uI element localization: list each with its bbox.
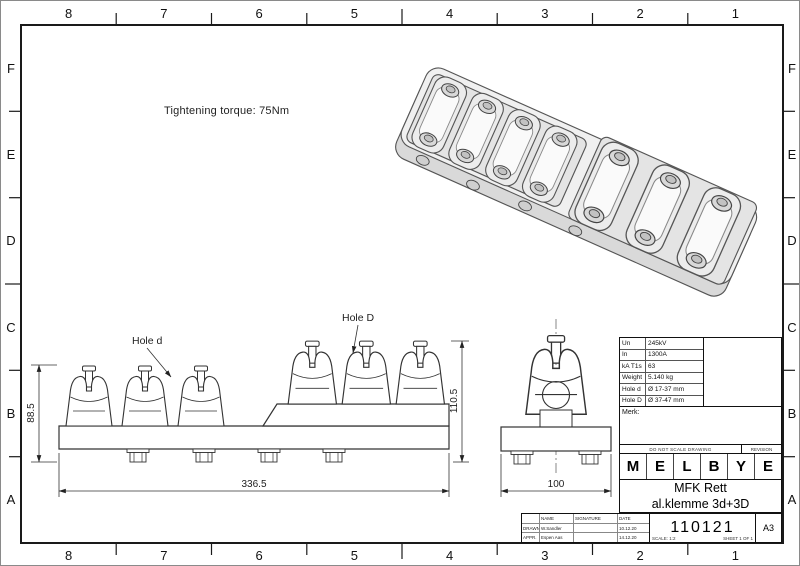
do-not-scale-label: DO NOT SCALE DRAWING xyxy=(649,446,712,452)
dim-height-right-label: 110.5 xyxy=(449,388,460,413)
signature-header-row: NAME SIGNATURE DATE xyxy=(522,514,649,524)
merk-field: Merk: xyxy=(620,406,781,444)
zone-ticks xyxy=(5,9,799,559)
isometric-view xyxy=(395,67,758,297)
signature-table: NAME SIGNATURE DATE DRAWN W.Sandler 10.1… xyxy=(522,514,650,543)
hole-d-label: Hole d xyxy=(132,335,163,347)
title-line-1: MFK Rett xyxy=(674,481,727,496)
drawing-title: MFK Rett al.klemme 3d+3D xyxy=(620,479,781,514)
notes-strip: DO NOT SCALE DRAWING REVISION xyxy=(620,444,781,454)
drawing-number-cell: 110121 SCALE: 1:2 SHEET 1 OF 1 xyxy=(650,514,755,542)
side-view xyxy=(500,319,612,473)
revision-label: REVISION xyxy=(741,445,781,453)
dim-side-width-label: 100 xyxy=(548,479,565,490)
scale-label: SCALE: 1:2 xyxy=(652,536,676,541)
dim-height-left-label: 88.5 xyxy=(26,403,37,423)
signature-row: APPR. Espen Aas 14.12.20 xyxy=(523,533,637,543)
torque-note: Tightening torque: 75Nm xyxy=(164,105,290,117)
paper-size-label: A3 xyxy=(755,514,781,542)
signature-row: DRAWN W.Sandler 10.12.20 xyxy=(522,523,649,534)
title-line-2: al.klemme 3d+3D xyxy=(651,497,750,511)
cable-hole xyxy=(541,380,571,410)
dimension-lines xyxy=(31,324,612,497)
title-block-bottom-strip: NAME SIGNATURE DATE DRAWN W.Sandler 10.1… xyxy=(521,513,782,543)
sheet-info-label: SHEET 1 OF 1 xyxy=(723,536,753,541)
front-view xyxy=(58,340,450,463)
drawing-number: 110121 xyxy=(670,519,735,536)
hole-D-label: Hole D xyxy=(342,312,375,324)
dim-width-label: 336.5 xyxy=(241,479,266,490)
